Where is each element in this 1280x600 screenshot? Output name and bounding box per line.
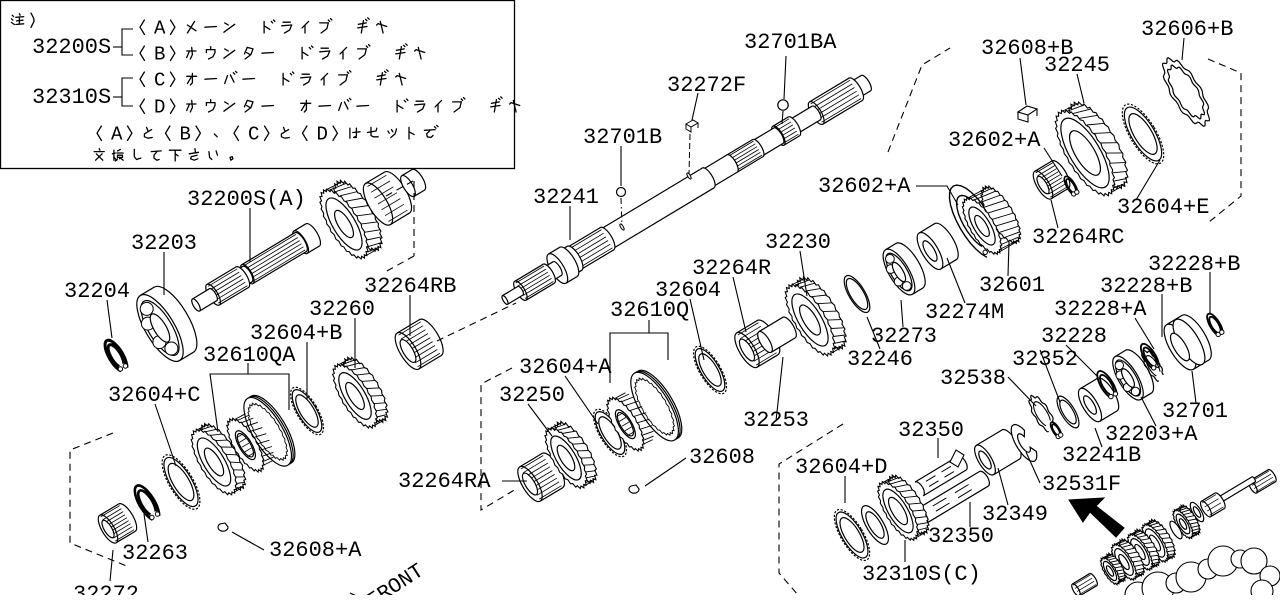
svg-text:32228: 32228 [1041,324,1107,349]
svg-text:32264RA: 32264RA [398,469,491,494]
svg-text:32538: 32538 [940,366,1006,391]
svg-text:32310S: 32310S [32,85,111,110]
svg-text:32608: 32608 [689,445,755,470]
svg-text:32606+B: 32606+B [1141,17,1233,42]
svg-text:32263: 32263 [122,541,188,566]
svg-text:32602+A: 32602+A [818,174,911,199]
svg-text:32274M: 32274M [925,300,1004,325]
svg-text:32610Q: 32610Q [610,298,689,323]
svg-text:32604+D: 32604+D [795,455,887,480]
svg-text:32601: 32601 [979,273,1045,298]
svg-text:32204: 32204 [64,279,130,304]
svg-text:A: A [111,124,123,146]
svg-text:32260: 32260 [309,297,375,322]
svg-text:32350: 32350 [928,524,994,549]
svg-text:B: B [154,44,165,66]
svg-text:32701: 32701 [1162,399,1228,424]
svg-text:D: D [154,97,165,119]
svg-text:32604+C: 32604+C [108,383,200,408]
svg-text:32310S(C): 32310S(C) [862,562,981,587]
svg-text:32230: 32230 [765,230,831,255]
svg-text:32200S(A): 32200S(A) [187,187,306,212]
svg-text:A: A [154,18,166,40]
svg-text:32241: 32241 [533,185,599,210]
svg-text:32246: 32246 [847,347,913,372]
svg-text:32264RC: 32264RC [1032,225,1124,250]
svg-text:D: D [317,124,328,146]
svg-text:32272: 32272 [73,582,139,595]
svg-text:32608+A: 32608+A [269,538,362,563]
svg-text:32701B: 32701B [583,125,662,150]
svg-text:32228+B: 32228+B [1100,274,1192,299]
svg-text:C: C [248,124,259,146]
svg-text:32352: 32352 [1012,347,1078,372]
svg-text:32531F: 32531F [1042,472,1121,497]
svg-text:32610QA: 32610QA [203,343,296,368]
svg-text:32273: 32273 [871,324,937,349]
svg-text:32701BA: 32701BA [744,30,837,55]
svg-text:B: B [180,124,191,146]
svg-text:32604+E: 32604+E [1117,195,1209,220]
svg-text:32350: 32350 [898,418,964,443]
svg-text:32250: 32250 [499,383,565,408]
svg-text:32272F: 32272F [667,73,746,98]
svg-text:32228+A: 32228+A [1054,297,1147,322]
svg-text:32200S: 32200S [32,35,111,60]
svg-text:C: C [154,70,165,92]
svg-text:32602+A: 32602+A [948,128,1041,153]
